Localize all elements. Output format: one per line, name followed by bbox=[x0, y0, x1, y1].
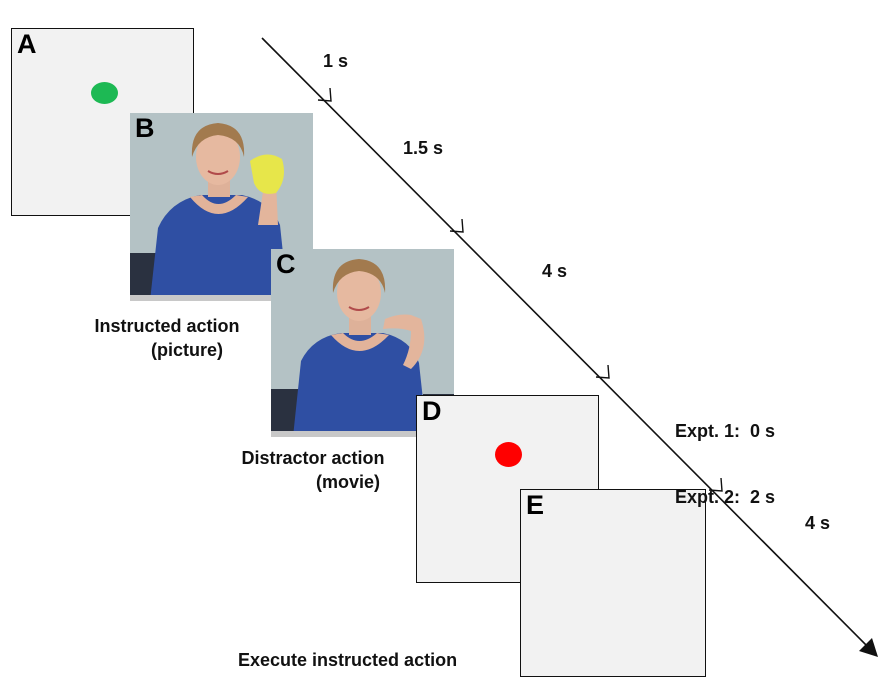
caption-execute-instructed-action: Execute instructed action bbox=[238, 650, 458, 670]
panel-b-label: B bbox=[135, 113, 155, 143]
timing-label-4-expt1: Expt. 1: 0 s bbox=[675, 421, 776, 441]
caption-distractor-line1: Distractor action bbox=[241, 448, 385, 468]
timeline-arrowhead bbox=[859, 638, 878, 657]
panel-c-label: C bbox=[276, 249, 296, 279]
timeline-ticks bbox=[317, 87, 723, 492]
caption-instructed-action: Instructed action (picture) bbox=[72, 314, 262, 362]
tick-1 bbox=[317, 87, 332, 102]
red-dot-icon bbox=[495, 442, 522, 467]
panel-e-blank-screen: E bbox=[520, 489, 706, 677]
panel-a-label: A bbox=[17, 29, 37, 59]
tick-2 bbox=[449, 218, 464, 233]
caption-instructed-line2: (picture) bbox=[151, 340, 223, 360]
timing-label-5: 4 s bbox=[805, 513, 831, 533]
panel-d-label: D bbox=[422, 396, 442, 426]
timeline-line bbox=[261, 37, 877, 656]
tick-3 bbox=[595, 364, 610, 379]
timing-label-1: 1 s bbox=[323, 51, 349, 71]
panel-e-label: E bbox=[526, 490, 545, 520]
timing-label-2: 1.5 s bbox=[403, 138, 444, 158]
timing-label-3: 4 s bbox=[542, 261, 568, 281]
tick-4 bbox=[708, 477, 723, 492]
caption-instructed-line1: Instructed action bbox=[94, 316, 240, 336]
timing-label-4: Expt. 1: 0 s Expt. 2: 2 s bbox=[675, 376, 775, 530]
caption-distractor-action: Distractor action (movie) bbox=[218, 446, 408, 494]
caption-distractor-line2: (movie) bbox=[315, 472, 380, 492]
green-dot-icon bbox=[91, 82, 118, 104]
timing-label-4-expt2: Expt. 2: 2 s bbox=[675, 487, 776, 507]
